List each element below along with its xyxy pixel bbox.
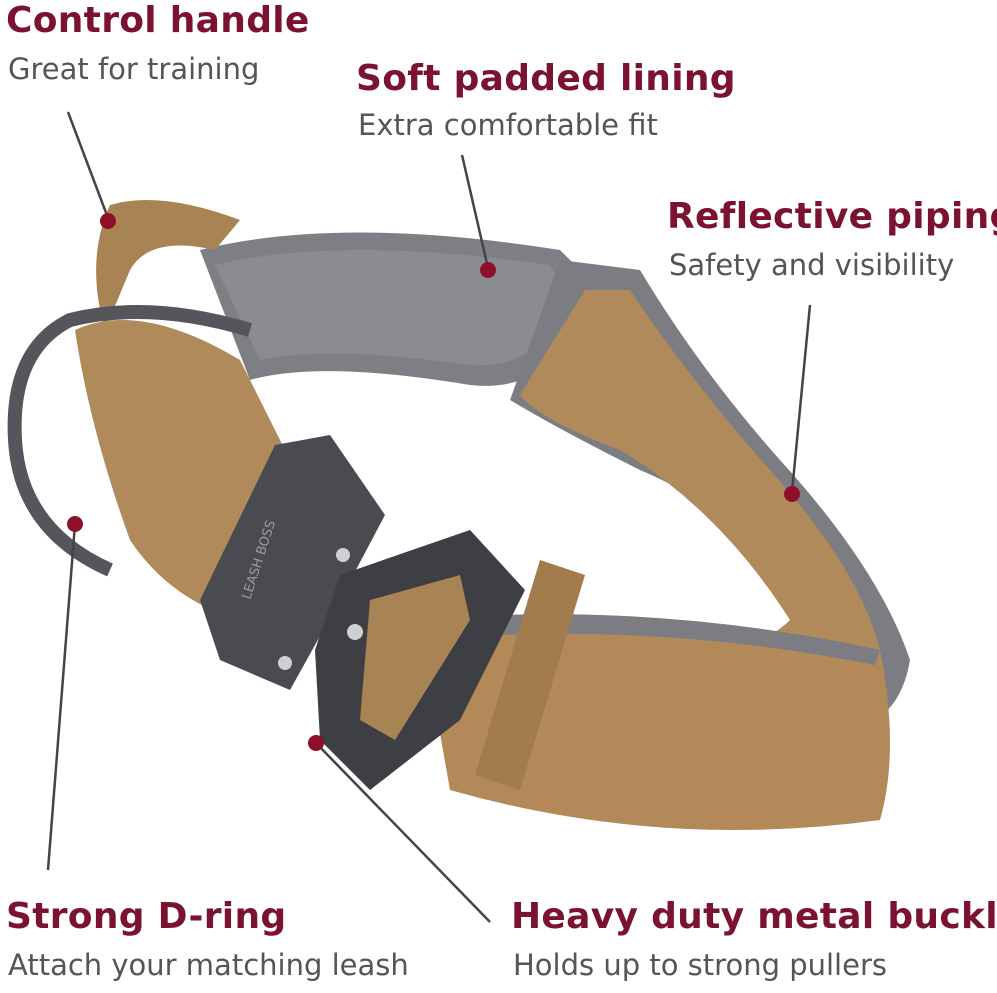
buckle-rivet xyxy=(336,548,350,562)
d-ring-subtitle: Attach your matching leash xyxy=(8,948,409,982)
buckle-rivet xyxy=(278,656,292,670)
padded-lining-inner xyxy=(215,250,570,366)
d-ring-leader-line xyxy=(46,523,77,871)
buckle-male xyxy=(200,435,385,690)
piping-leader-line xyxy=(790,304,812,493)
padded-lining-subtitle: Extra comfortable fit xyxy=(358,108,658,142)
lining-leader-line xyxy=(460,154,490,269)
control-handle-title: Control handle xyxy=(6,0,310,41)
handle-leader-line xyxy=(66,111,110,219)
handle-dot-icon xyxy=(100,213,116,229)
buckle-subtitle: Holds up to strong pullers xyxy=(513,948,887,982)
reflective-piping-title: Reflective piping xyxy=(667,196,997,237)
lining-dot-icon xyxy=(480,262,496,278)
strap-right xyxy=(520,290,880,740)
marker-dots xyxy=(67,213,800,751)
d-ring-title: Strong D-ring xyxy=(6,896,287,937)
buckle-leader-line xyxy=(315,742,491,923)
piping-dot-icon xyxy=(784,486,800,502)
strap-keeper-loop xyxy=(475,560,585,790)
padded-lining-title: Soft padded lining xyxy=(356,58,736,99)
reflective-piping-subtitle: Safety and visibility xyxy=(669,248,955,282)
d-ring-dot-icon xyxy=(67,516,83,532)
buckle-dot-icon xyxy=(308,735,324,751)
leader-lines xyxy=(46,111,812,923)
control-handle-subtitle: Great for training xyxy=(8,52,260,86)
buckle-title: Heavy duty metal buckle xyxy=(511,896,997,937)
d-ring xyxy=(7,305,253,577)
buckle-strap-insert xyxy=(360,575,470,740)
control-handle xyxy=(96,200,240,330)
buckle-rivet xyxy=(347,624,363,640)
